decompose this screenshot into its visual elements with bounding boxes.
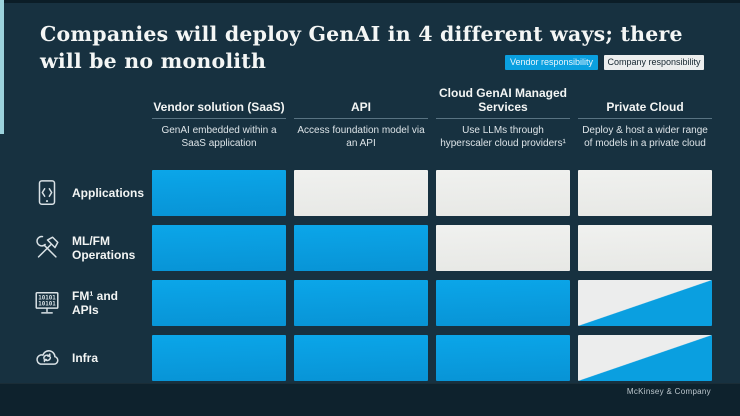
matrix-cell [294,170,428,216]
matrix-cell [578,225,712,271]
column-title: Vendor solution (SaaS) [152,84,286,119]
column-header-vendor-saas: Vendor solution (SaaS) GenAI embedded wi… [152,84,286,161]
legend-company-label: Company responsibility [607,57,701,67]
row-label-text: Infra [72,350,99,365]
responsibility-matrix: Vendor solution (SaaS) GenAI embedded wi… [30,84,712,381]
legend-vendor-badge: Vendor responsibility [505,55,598,70]
left-accent-bar [0,0,4,134]
column-header-api: API Access foundation model via an API [294,84,428,161]
binary-monitor-icon: 10101 10101 [32,288,62,318]
matrix-cell [578,170,712,216]
row-label-fm-and-apis: 10101 10101 FM¹ and APIs [30,280,144,326]
top-edge-strip [0,0,740,3]
column-title: API [294,84,428,119]
matrix-cell [294,335,428,381]
column-header-private-cloud: Private Cloud Deploy & host a wider rang… [578,84,712,161]
cloud-sync-icon [32,343,62,373]
row-label-text: FM¹ and APIs [72,288,118,317]
matrix-cell [436,335,570,381]
matrix-cell [294,225,428,271]
column-subtitle: GenAI embedded within a SaaS application [161,125,277,149]
column-subtitle: Use LLMs through hyperscaler cloud provi… [440,125,566,149]
row-label-text: ML/FM Operations [72,233,136,262]
svg-text:10101: 10101 [38,301,56,307]
bottom-strip [0,383,740,416]
column-title: Cloud GenAI Managed Services [436,84,570,119]
column-subtitle: Deploy & host a wider range of models in… [582,125,708,149]
svg-text:10101: 10101 [38,295,56,301]
matrix-cell [436,170,570,216]
matrix-cell [294,280,428,326]
matrix-cell [436,280,570,326]
matrix-cell [152,280,286,326]
mckinsey-wordmark: McKinsey & Company [626,387,711,396]
matrix-cell [578,335,712,381]
row-label-text: Applications [72,185,145,200]
column-header-cloud-managed: Cloud GenAI Managed Services Use LLMs th… [436,84,570,161]
slide-title: Companies will deploy GenAI in 4 differe… [40,21,683,73]
row-label-applications: Applications [30,170,144,216]
row-label-mlfm-operations: ML/FM Operations [30,225,144,271]
matrix-cell [152,170,286,216]
column-title: Private Cloud [578,84,712,119]
row-label-infra: Infra [30,335,144,381]
legend-company-badge: Company responsibility [604,55,704,70]
matrix-cell [152,335,286,381]
matrix-cell [436,225,570,271]
matrix-cell [152,225,286,271]
matrix-cell [578,280,712,326]
mobile-app-icon [32,178,62,208]
crossed-tools-icon [32,233,62,263]
column-subtitle: Access foundation model via an API [297,125,425,149]
matrix-corner-spacer [30,84,144,161]
legend-vendor-label: Vendor responsibility [509,57,594,67]
